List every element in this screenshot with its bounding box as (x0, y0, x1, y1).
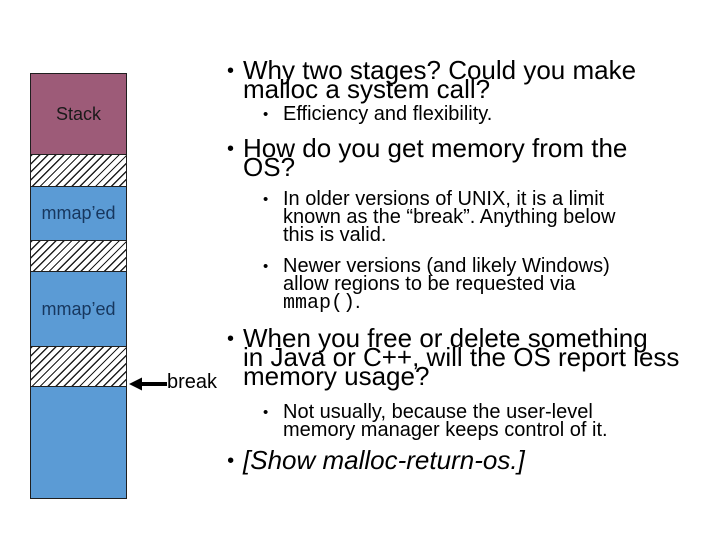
bullet-why-two-stages: • Why two stages? Could you make malloc a… (222, 57, 704, 102)
mmap-region-1: mmap’ed (30, 186, 127, 240)
bullet-text: Newer versions (and likely Windows) allo… (283, 255, 610, 295)
mmap-label-2: mmap’ed (41, 298, 116, 319)
bullet-dot-icon: • (227, 450, 235, 472)
bullet-dot-icon: • (263, 106, 269, 123)
bullet-dot-icon: • (263, 258, 269, 275)
bullet-text: Efficiency and flexibility. (283, 103, 493, 125)
bullet-not-usually: • Not usually, because the user-level mem… (222, 401, 704, 441)
left-arrow-icon (129, 377, 167, 391)
mmap-code: mmap() (283, 292, 356, 315)
bullet-text: In older versions of UNIX, it is a limit… (283, 188, 616, 246)
bullet-older-unix-break: • In older versions of UNIX, it is a limi… (222, 188, 704, 246)
bullet-list: • Why two stages? Could you make malloc a… (222, 0, 704, 540)
bullet-text: [Show malloc-return-os.] (243, 445, 525, 475)
mmap-label-1: mmap’ed (41, 203, 116, 223)
bullet-newer-versions-mmap: • Newer versions (and likely Windows) all… (222, 255, 704, 315)
bullet-dot-icon: • (227, 328, 235, 350)
bullet-text: Why two stages? Could you make malloc a … (243, 55, 637, 104)
unmapped-region-3 (30, 346, 127, 386)
bullet-dot-icon: • (227, 60, 235, 82)
bullet-efficiency: • Efficiency and flexibility. (222, 103, 704, 125)
bullet-text-suffix: . (355, 291, 361, 313)
bullet-how-get-memory: • How do you get memory from the OS? (222, 135, 704, 180)
bullet-show-demo: • [Show malloc-return-os.] (222, 447, 704, 473)
unmapped-region-2 (30, 240, 127, 271)
mmap-region-2: mmap’ed (30, 271, 127, 346)
bullet-text: How do you get memory from the OS? (243, 133, 628, 182)
memory-diagram: Stack mmap’ed mmap’ed (30, 73, 127, 499)
bullet-free-delete: • When you free or delete something in Ja… (222, 325, 704, 389)
unmapped-region-1 (30, 154, 127, 186)
stack-region: Stack (30, 73, 127, 154)
bullet-dot-icon: • (263, 404, 269, 421)
bullet-text: When you free or delete something in Jav… (243, 323, 680, 391)
stack-label: Stack (55, 103, 102, 124)
bullet-dot-icon: • (263, 191, 269, 208)
bullet-text: Not usually, because the user-level memo… (283, 401, 608, 441)
bullet-dot-icon: • (227, 138, 235, 160)
break-label: break (167, 371, 218, 393)
below-break-region (30, 386, 127, 499)
